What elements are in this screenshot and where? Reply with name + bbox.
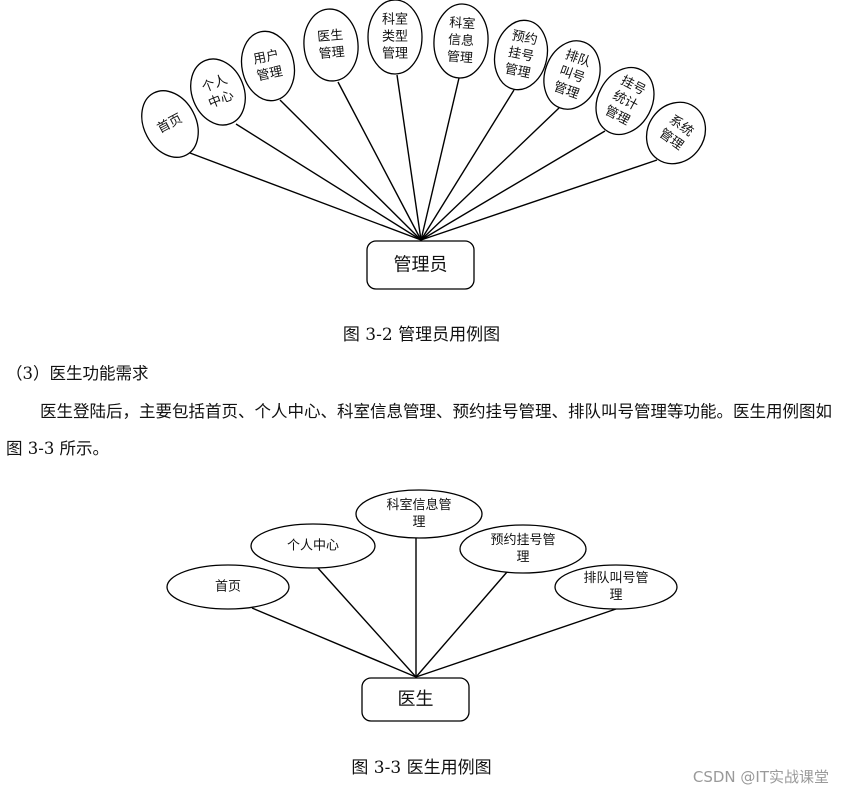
doctor-use-case-1: 首页 bbox=[166, 564, 290, 610]
doctor-use-case-label: 科室信息管 bbox=[386, 497, 451, 513]
doctor-use-case-label: 理 bbox=[516, 550, 529, 565]
figure-caption-3-3: 图 3-3 医生用例图 bbox=[351, 758, 492, 778]
doctor-actor-box bbox=[361, 677, 470, 722]
doctor-use-case-label: 预约挂号管 bbox=[490, 533, 555, 548]
admin-use-case-oval bbox=[595, 66, 655, 136]
admin-use-case-label: 医生 bbox=[317, 28, 344, 45]
doctor-connector-4 bbox=[415, 571, 508, 678]
watermark: CSDN @IT实战课堂 bbox=[692, 768, 829, 786]
doctor-connector-1 bbox=[251, 607, 417, 678]
admin-use-case-oval bbox=[367, 0, 423, 75]
section-heading: （3）医生功能需求 bbox=[6, 364, 149, 383]
admin-connector-8 bbox=[420, 107, 560, 241]
doctor-actor-label: 医生 bbox=[398, 689, 434, 710]
doctor-use-case-label: 理 bbox=[412, 515, 425, 530]
doctor-connector-2 bbox=[316, 566, 417, 678]
admin-use-case-2: 个人中心 bbox=[190, 58, 246, 126]
admin-use-case-label: 挂号 bbox=[507, 45, 536, 65]
doctor-use-case-4: 预约挂号管理 bbox=[459, 524, 587, 574]
doctor-use-case-3: 科室信息管理 bbox=[355, 489, 483, 539]
doctor-use-case-label: 排队叫号管 bbox=[583, 571, 648, 586]
doctor-use-case-label: 个人中心 bbox=[287, 539, 339, 554]
admin-connector-5 bbox=[396, 74, 422, 241]
admin-use-case-1: 首页 bbox=[141, 90, 199, 158]
admin-use-case-diagram: 首页个人中心用户管理医生管理科室类型管理科室信息管理预约挂号管理排队叫号管理挂号… bbox=[141, 0, 707, 290]
admin-use-case-label: 科室 bbox=[449, 15, 476, 33]
admin-connector-1 bbox=[189, 152, 422, 241]
admin-use-case-oval bbox=[141, 90, 199, 158]
admin-use-case-oval bbox=[645, 101, 707, 165]
admin-use-case-oval bbox=[433, 3, 489, 79]
admin-use-case-label: 管理 bbox=[382, 47, 408, 62]
admin-use-case-label: 管理 bbox=[255, 64, 284, 84]
body-paragraph: 医生登陆后，主要包括首页、个人中心、科室信息管理、预约挂号管理、排队叫号管理等功… bbox=[6, 402, 832, 458]
doctor-use-case-label: 理 bbox=[609, 588, 622, 603]
doctor-use-case-5: 排队叫号管理 bbox=[554, 564, 678, 610]
admin-use-case-oval bbox=[303, 8, 359, 82]
doctor-use-case-oval bbox=[355, 489, 483, 539]
admin-use-case-label: 用户 bbox=[252, 47, 281, 68]
admin-connector-4 bbox=[337, 81, 422, 241]
admin-use-case-oval bbox=[190, 58, 246, 126]
admin-use-case-label: 管理 bbox=[318, 45, 345, 62]
doctor-use-case-oval bbox=[250, 523, 376, 569]
doctor-use-case-oval bbox=[554, 564, 678, 610]
doctor-use-case-label: 首页 bbox=[215, 580, 241, 595]
doctor-connector-5 bbox=[415, 608, 617, 678]
admin-actor-label: 管理员 bbox=[394, 255, 448, 276]
admin-connector-10 bbox=[420, 159, 658, 241]
doctor-use-case-2: 个人中心 bbox=[250, 523, 376, 569]
admin-use-case-7: 预约挂号管理 bbox=[493, 19, 549, 91]
admin-connector-9 bbox=[420, 130, 606, 241]
admin-connector-7 bbox=[420, 89, 515, 241]
doctor-use-case-oval bbox=[459, 524, 587, 574]
admin-use-case-label: 类型 bbox=[382, 30, 408, 45]
admin-use-case-oval bbox=[543, 40, 601, 110]
admin-use-case-label: 科室 bbox=[382, 12, 408, 28]
admin-actor-box bbox=[366, 240, 475, 290]
admin-connector-3 bbox=[279, 99, 422, 241]
admin-use-case-oval bbox=[493, 19, 549, 91]
admin-connector-6 bbox=[420, 77, 460, 241]
admin-use-case-label: 管理 bbox=[503, 62, 532, 82]
admin-use-case-label: 信息 bbox=[448, 32, 475, 50]
admin-use-case-8: 排队叫号管理 bbox=[543, 40, 601, 110]
doctor-use-case-oval bbox=[166, 564, 290, 610]
admin-use-case-oval bbox=[240, 30, 296, 102]
admin-connector-2 bbox=[235, 123, 422, 241]
admin-use-case-label: 管理 bbox=[446, 50, 473, 67]
admin-use-case-label: 预约 bbox=[510, 28, 539, 48]
figure-caption-3-2: 图 3-2 管理员用例图 bbox=[342, 325, 501, 345]
admin-use-case-6: 科室信息管理 bbox=[433, 3, 489, 79]
